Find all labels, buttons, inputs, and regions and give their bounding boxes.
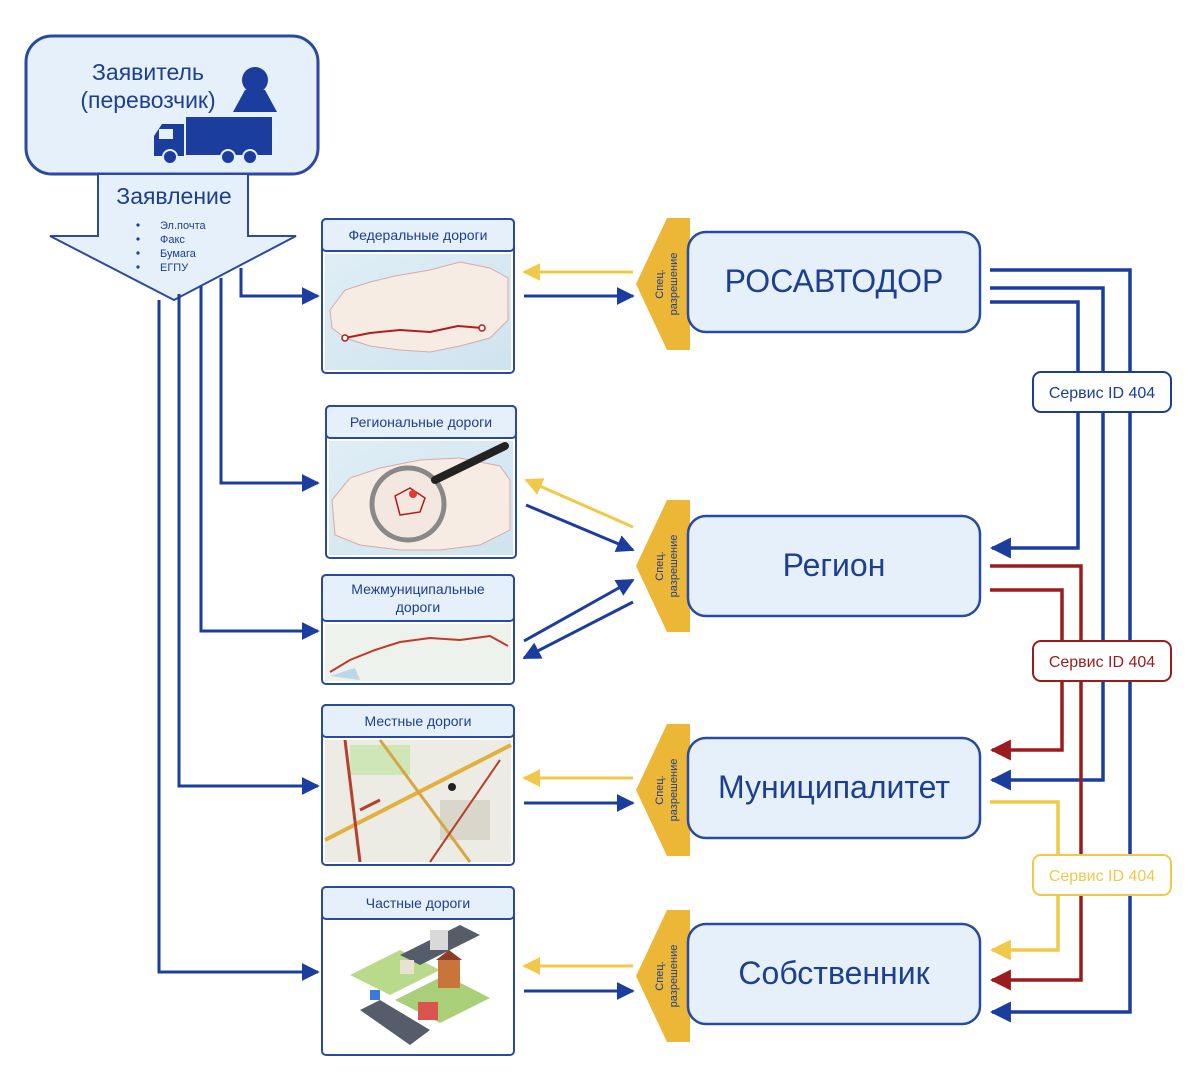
route-map-icon [325, 624, 511, 681]
channel-item: Факс [160, 234, 185, 246]
permit-tab-line2: разрешение [668, 253, 680, 316]
service-label-text: Сервис ID 404 [1049, 385, 1155, 402]
permit-tab-line1: Спец. [654, 269, 666, 298]
channel-item: ЕГПУ [160, 262, 189, 274]
road-panel-private: Частные дороги [321, 886, 515, 1056]
application-feed-lines [157, 268, 320, 981]
permit-tab: Спец. разрешение [636, 500, 690, 632]
russia-map-icon [325, 254, 511, 370]
panel-authority-arrows [522, 263, 635, 1000]
permit-tab-line2: разрешение [668, 535, 680, 598]
authority-owner: Собственник [686, 922, 982, 1026]
authority-municipality: Муниципалитет [686, 736, 982, 840]
road-panel-intermunicipal: Межмуниципальные дороги [321, 574, 515, 685]
permit-tab-line1: Спец. [654, 551, 666, 580]
authority-name: Регион [783, 547, 886, 583]
service-label-text: Сервис ID 404 [1049, 868, 1155, 885]
city-map-icon [324, 739, 512, 863]
channel-item: Бумага [160, 248, 197, 260]
service-label-text: Сервис ID 404 [1049, 654, 1155, 671]
service-label-region: Сервис ID 404 [1032, 640, 1172, 682]
permit-tab: Спец. разрешение [636, 910, 690, 1042]
road-panel-title-line1: Межмуниципальные [351, 581, 485, 597]
authority-region: Регион [686, 514, 982, 618]
person-icon [233, 67, 277, 112]
channel-list: Эл.почта Факс Бумага ЕГПУ [136, 220, 206, 274]
service-label-municipality: Сервис ID 404 [1032, 854, 1172, 896]
road-panel-federal: Федеральные дороги [321, 218, 515, 374]
road-panel-title-line2: дороги [396, 599, 440, 615]
authority-name: Муниципалитет [718, 769, 950, 805]
permit-tab-line2: разрешение [668, 945, 680, 1008]
applicant-box: Заявитель (перевозчик) [24, 34, 320, 176]
road-panel-regional: Региональные дороги [325, 405, 517, 559]
authority-name: РОСАВТОДОР [725, 263, 944, 299]
authority-rosavtodor: РОСАВТОДОР [686, 230, 982, 334]
permit-tab-line2: разрешение [668, 759, 680, 822]
isometric-town-icon [350, 925, 490, 1045]
road-panel-title: Местные дороги [365, 713, 472, 729]
application-title: Заявление [116, 183, 231, 209]
applicant-title-line1: Заявитель [92, 59, 204, 85]
road-panel-local: Местные дороги [321, 704, 515, 866]
road-panel-title: Частные дороги [366, 895, 470, 911]
permit-tab-line1: Спец. [654, 775, 666, 804]
authority-name: Собственник [738, 955, 930, 991]
magnifier-map-icon [329, 441, 513, 555]
channel-item: Эл.почта [160, 220, 206, 232]
permit-tab-line1: Спец. [654, 961, 666, 990]
service-label-rosavtodor: Сервис ID 404 [1032, 371, 1172, 413]
road-panel-title: Федеральные дороги [348, 227, 487, 243]
application-arrow: Заявление Эл.почта Факс Бумага ЕГПУ [49, 173, 297, 302]
service-lines-red [989, 564, 1083, 991]
road-panel-title: Региональные дороги [350, 414, 492, 430]
permit-tab: Спец. разрешение [636, 218, 690, 350]
truck-icon [154, 117, 272, 165]
applicant-title-line2: (перевозчик) [80, 87, 215, 113]
permit-tab: Спец. разрешение [636, 724, 690, 856]
